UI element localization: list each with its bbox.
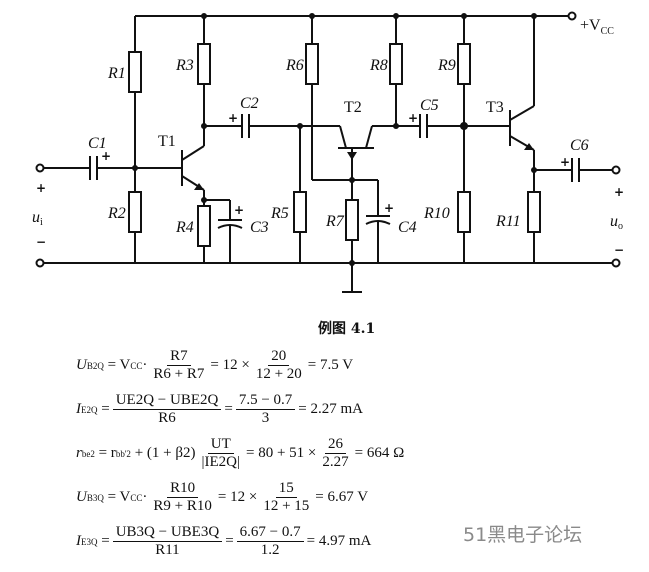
- input-minus: −: [36, 235, 46, 249]
- t3-label: T3: [486, 99, 504, 116]
- r8-label: R8: [369, 57, 388, 74]
- r3-label: R3: [175, 57, 194, 74]
- output-plus: +: [614, 185, 624, 199]
- r1-label: R1: [107, 65, 126, 82]
- t2-label: T2: [344, 99, 362, 116]
- input-label: ui: [32, 209, 43, 228]
- r7-label: R7: [325, 213, 345, 230]
- t1-label: T1: [158, 133, 176, 150]
- c4-plus: +: [384, 201, 394, 215]
- c6-label: C6: [570, 137, 589, 154]
- site-watermark: 51黑电子论坛: [463, 524, 583, 546]
- r5-label: R5: [270, 205, 289, 222]
- c1-plus: +: [101, 149, 111, 163]
- c6-plus: +: [560, 155, 570, 169]
- output-minus: −: [614, 243, 624, 257]
- r2-label: R2: [107, 205, 126, 222]
- r9-label: R9: [437, 57, 456, 74]
- input-plus: +: [36, 181, 46, 195]
- r4-label: R4: [175, 219, 194, 236]
- r10-label: R10: [423, 205, 450, 222]
- amplifier-circuit-diagram: +VCC R1 R2 R3 R4 R5 R6 R7 R8 R9 R10 R11 …: [32, 11, 624, 293]
- c5-label: C5: [420, 97, 439, 114]
- r6-label: R6: [285, 57, 304, 74]
- c1-label: C1: [88, 135, 107, 152]
- c5-plus: +: [408, 111, 418, 125]
- c4-label: C4: [398, 219, 417, 236]
- c3-label: C3: [250, 219, 269, 236]
- c2-label: C2: [240, 95, 259, 112]
- output-label: uo: [610, 213, 623, 232]
- c3-plus: +: [234, 203, 244, 217]
- supply-label: +VCC: [580, 17, 614, 37]
- r11-label: R11: [495, 213, 521, 230]
- figure-caption: 例图 4.1: [318, 321, 376, 337]
- c2-plus: +: [228, 111, 238, 125]
